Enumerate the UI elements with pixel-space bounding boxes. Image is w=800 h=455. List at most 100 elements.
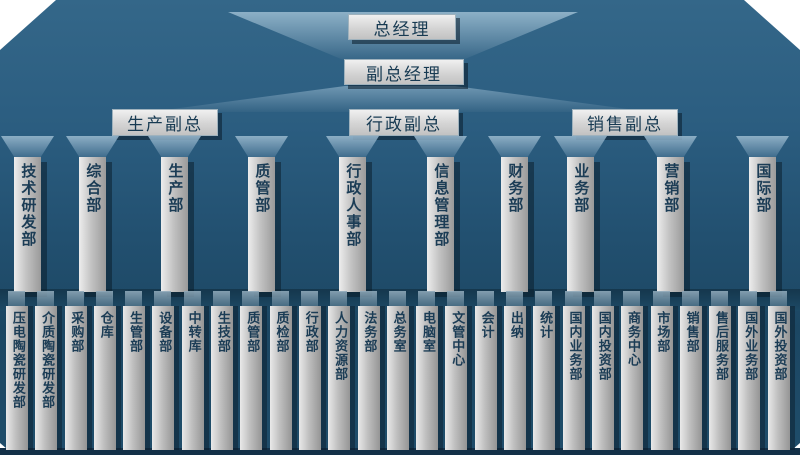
sub-department-bar: 国内业务部 — [562, 291, 585, 450]
sub-department-row: 压电陶瓷研发部 介质陶瓷研发部 采购部 仓库 生管部 设备部 中转库 生技部 质… — [6, 291, 790, 450]
sub-department-label: 文管中心 — [449, 311, 465, 367]
sub-department-label: 国内业务部 — [566, 311, 582, 381]
sub-department-label: 设备部 — [156, 311, 172, 353]
department-bar: 国际部 — [736, 136, 789, 292]
department-label: 行政人事部 — [344, 163, 363, 248]
sub-department-bar: 国内投资部 — [591, 291, 614, 450]
connector — [271, 291, 289, 306]
connector — [488, 136, 541, 157]
vp-production-box: 生产副总 — [112, 109, 218, 136]
vp-administration-box: 行政副总 — [349, 109, 459, 136]
sub-department-bar: 文管中心 — [445, 291, 468, 450]
sub-department-label: 国内投资部 — [595, 311, 611, 381]
connector — [506, 291, 524, 306]
sub-department-label: 生技部 — [214, 311, 230, 353]
connector — [213, 291, 231, 306]
sub-department-label: 销售部 — [683, 311, 699, 353]
connector — [8, 291, 25, 306]
sub-department-bar: 质管部 — [240, 291, 263, 450]
sub-department-bar: 人力资源部 — [328, 291, 351, 450]
connector — [623, 291, 641, 306]
sub-department-label: 电脑室 — [419, 311, 435, 353]
vp-production-label: 生产副总 — [127, 115, 203, 135]
department-bar: 综合部 — [66, 136, 119, 292]
sub-department-label: 法务部 — [361, 311, 377, 353]
sub-department-label: 介质陶瓷研发部 — [39, 311, 55, 409]
sub-department-label: 出纳 — [507, 311, 523, 339]
connector — [476, 291, 494, 306]
sub-department-bar: 生技部 — [211, 291, 234, 450]
connector — [593, 291, 611, 306]
connector — [326, 136, 379, 157]
department-label: 营销部 — [662, 163, 681, 214]
sub-department-label: 压电陶瓷研发部 — [9, 311, 25, 409]
sub-department-bar: 出纳 — [504, 291, 527, 450]
department-bar: 技术研发部 — [1, 136, 54, 292]
sub-department-bar: 质检部 — [269, 291, 292, 450]
connector — [148, 136, 201, 157]
vp-sales-label: 销售副总 — [587, 115, 663, 135]
connector — [652, 291, 670, 306]
sub-department-bar: 介质陶瓷研发部 — [35, 291, 58, 450]
sub-department-label: 售后服务部 — [712, 311, 728, 381]
department-label: 质管部 — [253, 163, 272, 214]
connector — [330, 291, 348, 306]
sub-department-label: 会计 — [478, 311, 494, 339]
sub-department-label: 生管部 — [127, 311, 142, 353]
department-label: 财务部 — [506, 163, 525, 214]
general-manager-box: 总经理 — [348, 14, 456, 40]
sub-department-label: 质管部 — [244, 311, 260, 353]
sub-department-label: 市场部 — [654, 311, 670, 353]
sub-department-bar: 生管部 — [123, 291, 146, 450]
connector — [66, 291, 84, 306]
sub-department-bar: 设备部 — [152, 291, 175, 450]
connector — [736, 136, 789, 157]
sub-department-label: 统计 — [537, 311, 553, 339]
connector — [681, 291, 699, 306]
sub-department-label: 商务中心 — [625, 311, 641, 367]
bottom-band — [0, 448, 800, 455]
sub-department-bar: 电脑室 — [416, 291, 439, 450]
department-label: 国际部 — [754, 163, 773, 214]
sub-department-label: 采购部 — [68, 311, 84, 353]
connector — [154, 291, 172, 306]
connector — [37, 291, 55, 306]
department-bar: 业务部 — [554, 136, 607, 292]
connector — [359, 291, 377, 306]
department-bar: 生产部 — [148, 136, 201, 292]
sub-department-label: 行政部 — [302, 311, 318, 353]
sub-department-label: 中转库 — [185, 311, 201, 353]
sub-department-label: 人力资源部 — [332, 311, 348, 381]
department-label: 技术研发部 — [19, 163, 38, 248]
connector — [447, 291, 465, 306]
connector — [769, 291, 787, 306]
connector — [183, 291, 201, 306]
connector — [235, 136, 288, 157]
sub-department-bar: 总务室 — [386, 291, 409, 450]
sub-department-bar: 行政部 — [298, 291, 321, 450]
sub-department-bar: 销售部 — [679, 291, 702, 450]
connector — [300, 291, 318, 306]
connector — [554, 136, 607, 157]
department-bar: 质管部 — [235, 136, 288, 292]
connector — [414, 136, 467, 157]
connector — [644, 136, 697, 157]
general-manager-label: 总经理 — [373, 19, 431, 40]
deputy-general-manager-label: 副总经理 — [366, 64, 442, 85]
sub-department-label: 国外业务部 — [742, 311, 758, 381]
sub-department-label: 总务室 — [390, 311, 406, 353]
department-label: 信息管理部 — [432, 163, 451, 248]
department-bar: 行政人事部 — [326, 136, 379, 292]
sub-department-label: 国外投资部 — [771, 311, 787, 381]
connector — [66, 136, 119, 157]
connector — [242, 291, 260, 306]
sub-department-bar: 仓库 — [93, 291, 116, 450]
department-label: 业务部 — [572, 163, 591, 214]
sub-department-bar: 法务部 — [357, 291, 380, 450]
vp-sales-box: 销售副总 — [572, 109, 678, 136]
connector — [535, 291, 553, 306]
connector — [95, 291, 113, 306]
department-label: 综合部 — [84, 163, 103, 214]
sub-department-bar: 国外投资部 — [767, 291, 790, 450]
